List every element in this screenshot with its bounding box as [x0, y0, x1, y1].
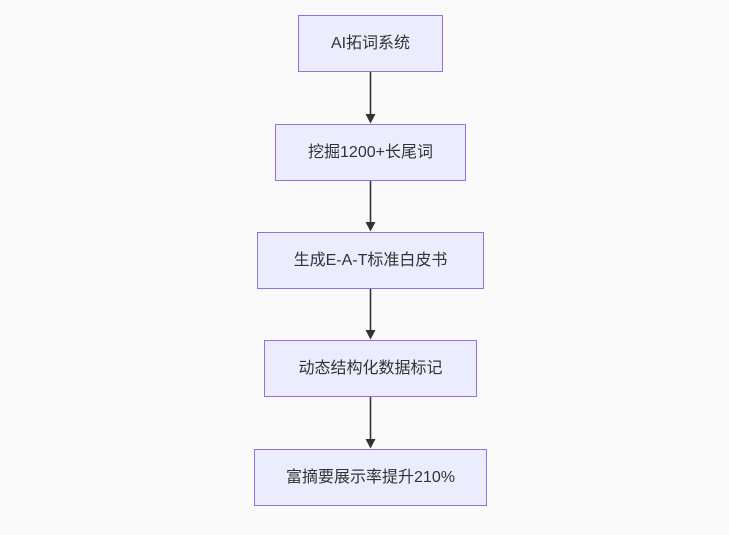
- node-ai-word-expansion-system: AI拓词系统: [298, 15, 443, 72]
- node-label: 生成E-A-T标准白皮书: [293, 251, 448, 269]
- node-label: 动态结构化数据标记: [298, 359, 443, 377]
- arrow-n1-n2: [365, 72, 376, 124]
- node-label: 富摘要展示率提升210%: [286, 468, 455, 486]
- node-label: 挖掘1200+长尾词: [308, 143, 433, 161]
- node-dynamic-structured-data-markup: 动态结构化数据标记: [264, 340, 477, 397]
- node-rich-snippet-rate-increase: 富摘要展示率提升210%: [254, 449, 487, 506]
- arrow-n3-n4: [365, 289, 376, 340]
- node-label: AI拓词系统: [330, 34, 411, 52]
- node-mine-longtail-keywords: 挖掘1200+长尾词: [275, 124, 466, 181]
- arrow-n2-n3: [365, 181, 376, 232]
- arrow-n4-n5: [365, 397, 376, 449]
- node-eat-standard-whitepaper: 生成E-A-T标准白皮书: [257, 232, 484, 289]
